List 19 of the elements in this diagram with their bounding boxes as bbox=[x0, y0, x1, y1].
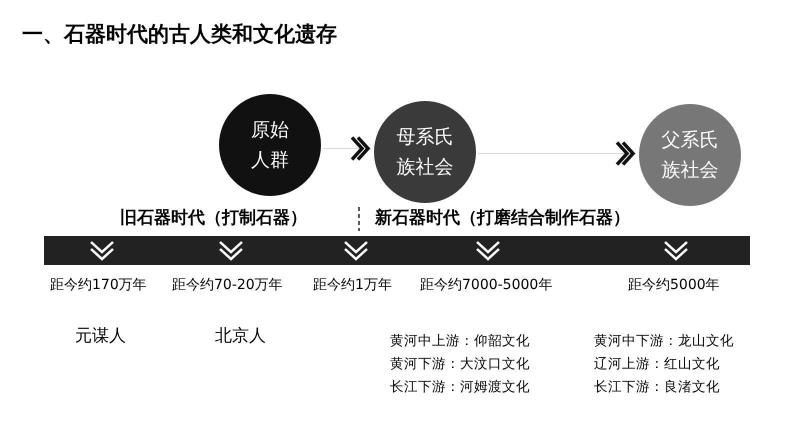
date-label: 距今约170万年 bbox=[50, 276, 147, 294]
title: 一、石器时代的古人类和文化遗存 bbox=[22, 21, 337, 48]
era-label: 旧石器时代（打制石器） bbox=[120, 207, 307, 229]
era-label: 新石器时代（打磨结合制作石器） bbox=[375, 207, 630, 229]
culture-label: 黄河下游：大汶口文化 bbox=[390, 355, 530, 373]
culture-label: 长江下游：良渚文化 bbox=[594, 378, 720, 396]
node-label: 父系氏族社会 bbox=[660, 128, 720, 183]
culture-label: 黄河中上游：仰韶文化 bbox=[390, 332, 530, 350]
culture-label: 长江下游：河姆渡文化 bbox=[390, 378, 530, 396]
site-label: 元谋人 bbox=[75, 325, 126, 347]
node-label: 原始人群 bbox=[250, 118, 290, 173]
date-label: 距今约1万年 bbox=[313, 276, 392, 294]
node-label: 母系氏族社会 bbox=[396, 125, 454, 180]
date-label: 距今约5000年 bbox=[628, 276, 720, 294]
culture-label: 辽河上游：红山文化 bbox=[594, 355, 720, 373]
culture-label: 黄河中下游：龙山文化 bbox=[594, 332, 734, 350]
date-label: 距今约70-20万年 bbox=[172, 276, 283, 294]
date-label: 距今约7000-5000年 bbox=[420, 276, 552, 294]
site-label: 北京人 bbox=[215, 325, 266, 347]
